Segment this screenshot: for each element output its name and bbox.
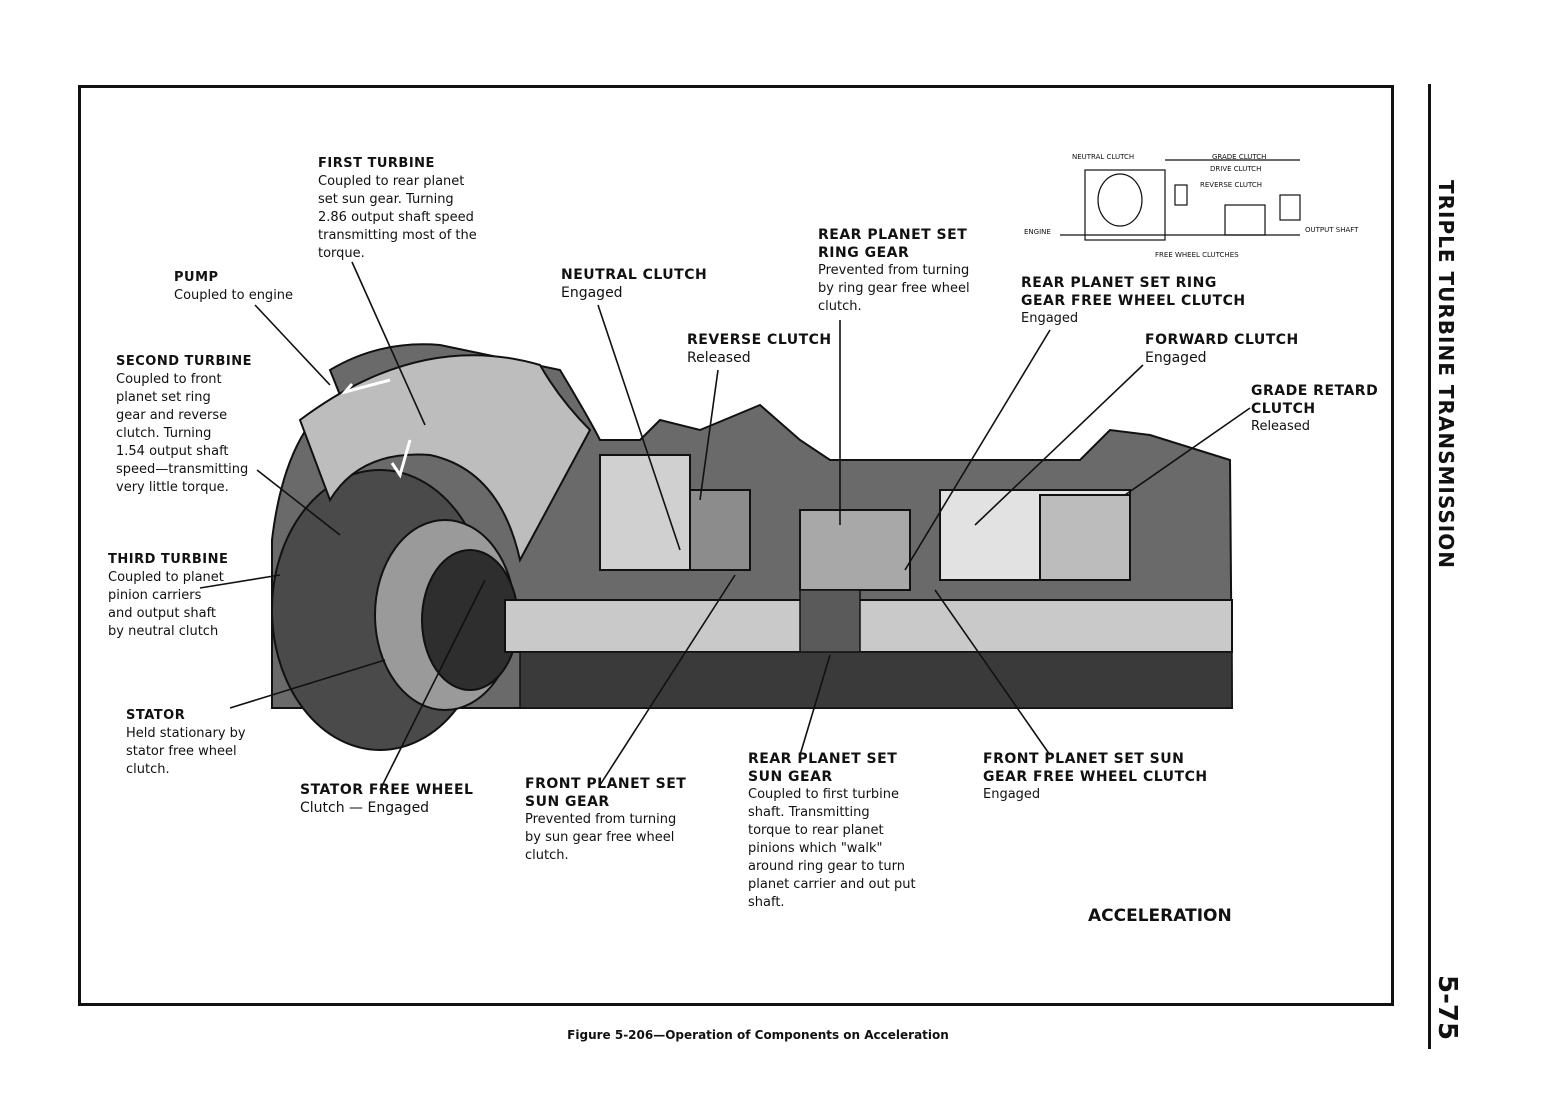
grade-retard-title: GRADE RETARD CLUTCH: [1251, 383, 1379, 417]
front-sun-fw-clutch-desc: Engaged: [983, 787, 1041, 802]
label-rear-sun-gear: REAR PLANET SET SUN GEAR Coupled to firs…: [748, 750, 916, 912]
inset-engine: ENGINE: [1024, 228, 1051, 236]
leader-lines: [199, 261, 1251, 791]
figure-caption: Figure 5-206—Operation of Components on …: [567, 1028, 949, 1042]
lower-housing: [519, 651, 1233, 709]
label-neutral-clutch: NEUTRAL CLUTCH Engaged: [561, 266, 707, 302]
front-sun-fw-clutch-title: FRONT PLANET SET SUN GEAR FREE WHEEL CLU…: [983, 751, 1208, 785]
grade-retard-pack: [1039, 494, 1131, 581]
inset-output-shaft: OUTPUT SHAFT: [1305, 226, 1359, 234]
label-front-sun-gear: FRONT PLANET SET SUN GEAR Prevented from…: [525, 775, 686, 865]
reverse-clutch-title: REVERSE CLUTCH: [687, 332, 832, 348]
inset-free-wheel-clutches: FREE WHEEL CLUTCHES: [1155, 251, 1239, 259]
forward-clutch-desc: Engaged: [1145, 350, 1207, 366]
label-third-turbine: THIRD TURBINE Coupled to planet pinion c…: [108, 551, 228, 641]
pump-title: PUMP: [174, 270, 219, 285]
grade-retard-desc: Released: [1251, 419, 1311, 434]
rear-ring-gear-title: REAR PLANET SET RING GEAR: [818, 227, 968, 261]
label-stator-free-wheel: STATOR FREE WHEEL Clutch — Engaged: [300, 781, 473, 817]
label-first-turbine: FIRST TURBINE Coupled to rear planet set…: [318, 155, 477, 263]
label-stator: STATOR Held stationary by stator free wh…: [126, 707, 246, 779]
third-turbine-title: THIRD TURBINE: [108, 552, 229, 567]
forward-clutch-title: FORWARD CLUTCH: [1145, 332, 1299, 348]
turbine-flow-arrow: [390, 439, 412, 479]
planet-section: [799, 509, 911, 591]
figure-frame: [78, 85, 1394, 1006]
mode-label: ACCELERATION: [1088, 906, 1232, 926]
pump-flow-arrow: [340, 378, 391, 395]
label-rear-ring-gear: REAR PLANET SET RING GEAR Prevented from…: [818, 226, 970, 316]
first-turbine-title: FIRST TURBINE: [318, 156, 435, 171]
inset-schematic: [1060, 159, 1301, 241]
output-shaft: [504, 599, 1233, 653]
second-turbine-title: SECOND TURBINE: [116, 354, 252, 369]
inset-reverse-clutch: REVERSE CLUTCH: [1200, 181, 1262, 189]
rear-ring-fw-clutch-desc: Engaged: [1021, 311, 1079, 326]
label-front-sun-fw-clutch: FRONT PLANET SET SUN GEAR FREE WHEEL CLU…: [983, 750, 1208, 804]
third-turbine-desc: Coupled to planet pinion carriers and ou…: [108, 570, 224, 639]
first-turbine-desc: Coupled to rear planet set sun gear. Tur…: [318, 174, 477, 261]
label-pump: PUMP Coupled to engine: [174, 269, 293, 305]
inset-neutral-clutch: NEUTRAL CLUTCH: [1072, 153, 1134, 161]
front-sun-gear-desc: Prevented from turning by sun gear free …: [525, 812, 677, 863]
stator-desc: Held stationary by stator free wheel clu…: [126, 726, 246, 777]
label-second-turbine: SECOND TURBINE Coupled to front planet s…: [116, 353, 252, 497]
label-reverse-clutch: REVERSE CLUTCH Released: [687, 331, 832, 367]
reverse-clutch-pack: [689, 489, 751, 571]
inset-grade-clutch: GRADE CLUTCH: [1212, 153, 1266, 161]
neutral-clutch-pack: [599, 454, 691, 571]
label-grade-retard: GRADE RETARD CLUTCH Released: [1251, 382, 1378, 436]
neutral-clutch-desc: Engaged: [561, 285, 623, 301]
stator-free-wheel-desc: Clutch — Engaged: [300, 800, 430, 816]
converter-cover: [298, 354, 592, 563]
side-title: TRIPLE TURBINE TRANSMISSION: [1434, 180, 1458, 569]
pump-desc: Coupled to engine: [174, 288, 294, 303]
rear-sun-gear-title: REAR PLANET SET SUN GEAR: [748, 751, 898, 785]
label-forward-clutch: FORWARD CLUTCH Engaged: [1145, 331, 1299, 367]
side-rule: [1428, 84, 1431, 1049]
reverse-clutch-desc: Released: [687, 350, 751, 366]
neutral-clutch-title: NEUTRAL CLUTCH: [561, 267, 708, 283]
front-sun-gear-title: FRONT PLANET SET SUN GEAR: [525, 776, 687, 810]
rear-ring-gear-desc: Prevented from turning by ring gear free…: [818, 263, 970, 314]
stator-free-wheel-title: STATOR FREE WHEEL: [300, 782, 474, 798]
turbine-ring: [421, 549, 519, 691]
rear-sun-gear-desc: Coupled to first turbine shaft. Transmit…: [748, 787, 916, 910]
rear-ring-fw-clutch-title: REAR PLANET SET RING GEAR FREE WHEEL CLU…: [1021, 275, 1246, 309]
label-rear-ring-fw-clutch: REAR PLANET SET RING GEAR FREE WHEEL CLU…: [1021, 274, 1246, 328]
stator-title: STATOR: [126, 708, 186, 723]
inset-drive-clutch: DRIVE CLUTCH: [1210, 165, 1261, 173]
second-turbine-desc: Coupled to front planet set ring gear an…: [116, 372, 249, 495]
page-number: 5-75: [1432, 975, 1462, 1041]
